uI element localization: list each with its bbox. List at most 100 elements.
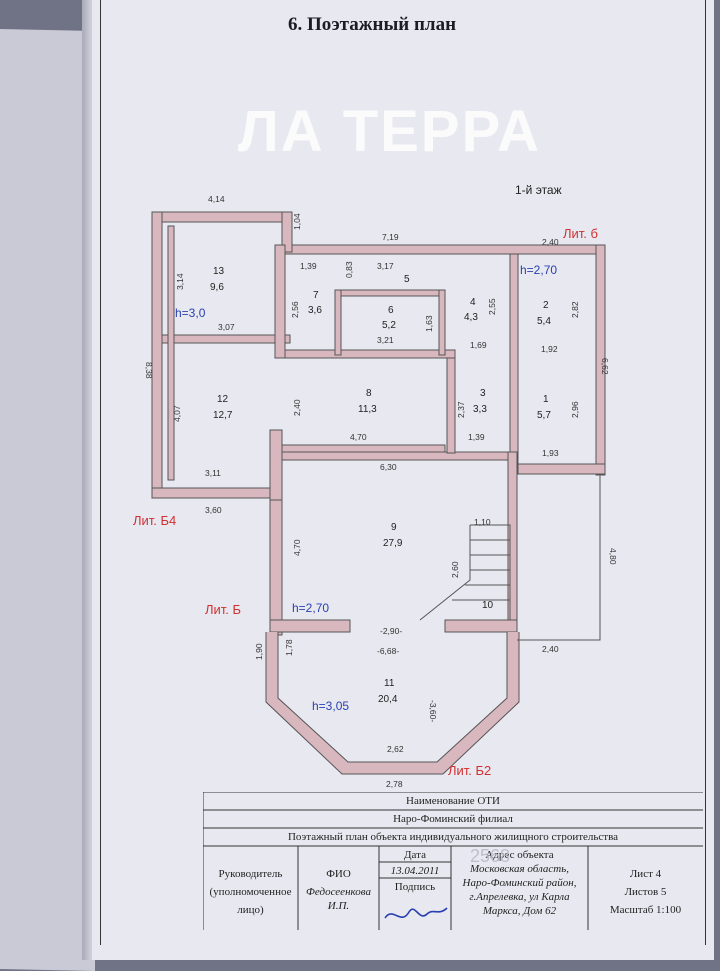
- wall-3-left: [446, 357, 456, 454]
- signature-icon: [384, 907, 448, 919]
- dim: 1,93: [542, 448, 559, 458]
- room-11-area: 20,4: [378, 694, 398, 705]
- height-1: h=2,70: [520, 263, 557, 277]
- dim: 4,70: [350, 432, 367, 442]
- wall-9-bottom-right: [444, 619, 518, 633]
- room-7-num: 7: [313, 290, 319, 301]
- dim: 3,11: [205, 468, 221, 478]
- dim: -2,90-: [380, 626, 402, 636]
- dim: 2,60: [450, 561, 460, 578]
- dim: -3,60-: [428, 700, 438, 722]
- annex-lines: [419, 473, 601, 641]
- wall-13-top: [151, 211, 293, 223]
- dim: 2,96: [570, 401, 580, 418]
- room-11-num: 11: [384, 678, 395, 689]
- stamp-row3: Поэтажный план объекта индивидуального ж…: [287, 831, 619, 843]
- walls: [151, 211, 606, 636]
- dim: 2,40: [542, 644, 559, 654]
- document-page: 6. Поэтажный план: [92, 0, 714, 960]
- room-13-num: 13: [213, 266, 225, 277]
- room-9-area: 27,9: [383, 538, 403, 549]
- stamp-scale: Масштаб 1:100: [609, 904, 682, 916]
- dim: 1,04: [292, 213, 302, 230]
- dim: 6,62: [600, 358, 610, 375]
- dim: 1,63: [424, 315, 434, 332]
- stamp-row1: Наименование ОТИ: [406, 795, 500, 807]
- labels: 1-й этаж Лит. б Лит. Б4 Лит. Б Лит. Б2 h…: [133, 183, 598, 778]
- room-6-num: 6: [388, 305, 394, 316]
- room-3-area: 3,3: [473, 404, 487, 415]
- stamp-sign-label: Подпись: [394, 881, 436, 893]
- dim: 2,40: [542, 237, 559, 247]
- wall-left-outer: [151, 211, 163, 498]
- dim: 2,37: [456, 401, 466, 418]
- wall-4-right: [509, 253, 519, 465]
- wall-12-bottom: [151, 487, 273, 499]
- room-1-num: 1: [543, 394, 549, 405]
- stamp-address-1: Московская область,: [470, 863, 569, 875]
- room-1-area: 5,7: [537, 410, 551, 421]
- dim: 3,14: [175, 273, 185, 290]
- dim: 2,40: [292, 399, 302, 416]
- room-9-num: 9: [391, 522, 397, 533]
- dim: 2,56: [290, 301, 300, 318]
- dim: 7,19: [382, 232, 399, 242]
- dim: 6,30: [380, 462, 397, 472]
- dim: 4,70: [292, 539, 302, 556]
- watermark-logo: ЛА ТЕРРА: [238, 99, 541, 164]
- height-2: h=3,0: [175, 306, 206, 320]
- wall-mid-vert: [274, 244, 286, 359]
- dim: 1,78: [284, 639, 294, 656]
- wall-9-bottom-left: [269, 619, 351, 633]
- bay-outline-inner: [277, 632, 508, 763]
- lit-b4: Лит. Б4: [133, 513, 176, 528]
- wall-9-top: [281, 451, 518, 461]
- dim: 8,38: [144, 362, 154, 379]
- wall-6-left: [334, 289, 342, 356]
- stamp-fio-label: ФИО: [326, 868, 351, 880]
- dim: 2,82: [570, 301, 580, 318]
- dim: 3,07: [218, 322, 235, 332]
- page-title: 6. Поэтажный план: [287, 14, 457, 35]
- room-13-area: 9,6: [210, 282, 224, 293]
- stamp-lines: [203, 792, 703, 930]
- stamp-role-3: лицо): [237, 904, 264, 916]
- wall-6-right: [438, 289, 446, 356]
- wall-13-inner: [167, 225, 175, 481]
- dim: 1,39: [468, 432, 485, 442]
- wall-9-left: [269, 499, 283, 636]
- room-8-area: 11,3: [358, 404, 377, 415]
- dim: 1,92: [541, 344, 558, 354]
- stamp-date-label: Дата: [404, 849, 426, 861]
- height-3: h=2,70: [292, 601, 329, 615]
- dim: 4,07: [172, 405, 182, 422]
- room-2-num: 2: [543, 300, 549, 311]
- annex-right: [517, 473, 601, 641]
- room-10-num: 10: [482, 600, 494, 611]
- stamp-row2: Наро-Фоминский филиал: [393, 813, 513, 825]
- bay-outline-outer: [266, 632, 519, 774]
- stamp-role-2: (уполномоченное: [209, 886, 292, 898]
- stamp-fio-value-1: Федосеенкова: [306, 886, 371, 898]
- dim: 3,60: [205, 505, 222, 515]
- room-3-num: 3: [480, 388, 486, 399]
- stamp-address-4: Маркса, Дом 62: [482, 905, 557, 917]
- lit-b-small: Лит. б: [563, 226, 598, 241]
- dim: 3,21: [377, 335, 394, 345]
- dim: -6,68-: [377, 646, 399, 656]
- room-6-area: 5,2: [382, 320, 396, 331]
- floor-label: 1-й этаж: [515, 183, 562, 197]
- wall-9-right: [507, 451, 518, 633]
- dim: 1,10: [474, 517, 491, 527]
- wall-6-box: [334, 289, 446, 297]
- wall-13-bottom: [161, 334, 291, 344]
- corner-watermark: 2568: [470, 846, 511, 866]
- room-2-area: 5,4: [537, 316, 551, 327]
- dim: 3,17: [377, 261, 394, 271]
- stamp-role-1: Руководитель: [218, 868, 283, 880]
- page-frame: [100, 0, 706, 945]
- bay-outline-line: [265, 632, 520, 775]
- bay-walls: [265, 632, 520, 775]
- lit-b: Лит. Б: [205, 602, 241, 617]
